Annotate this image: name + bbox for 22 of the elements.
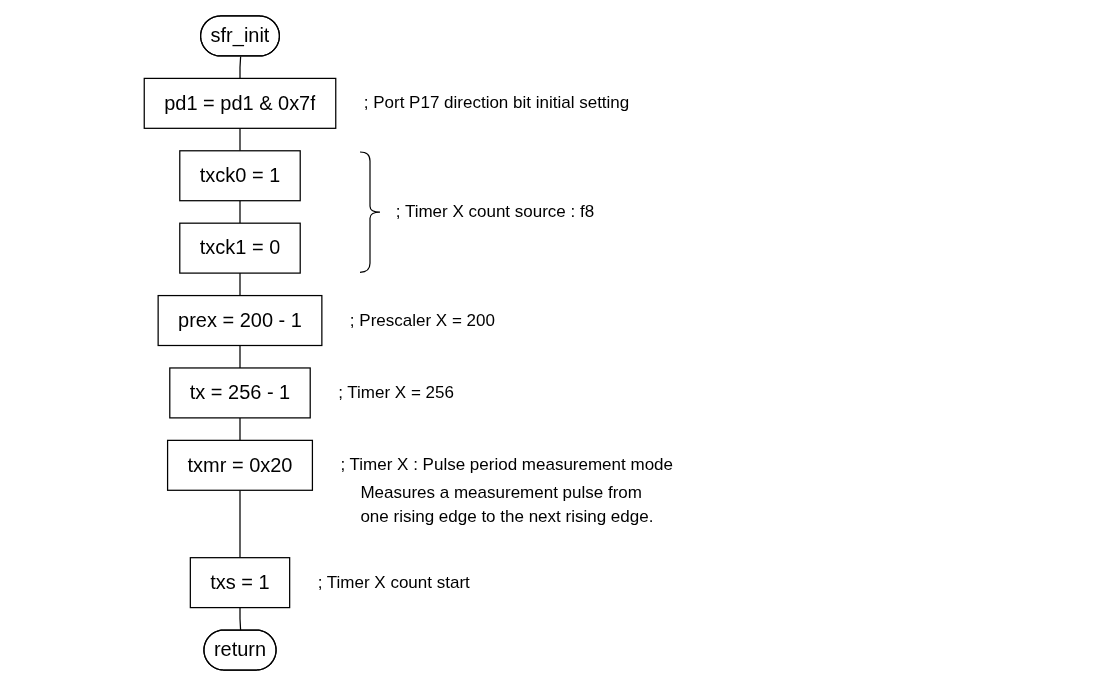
connector	[239, 200, 241, 224]
connector	[239, 417, 241, 441]
node-box: prex = 200 - 1	[157, 294, 323, 347]
connector	[239, 607, 242, 632]
comment-text: ; Timer X count source : f8	[395, 201, 595, 222]
connector	[239, 489, 241, 559]
node-box: txck0 = 1	[179, 150, 301, 202]
connector	[239, 272, 241, 297]
node-box: txs = 1	[189, 557, 291, 609]
comment-text: Measures a measurement pulse from one rising edge to the next rising edge.	[360, 482, 655, 529]
comment-text: ; Timer X : Pulse period measurement mode	[340, 455, 673, 476]
comment-text: ; Port P17 direction bit initial setting	[363, 93, 630, 114]
comment-text: ; Prescaler X = 200	[349, 310, 495, 331]
node-box: pd1 = pd1 & 0x7f	[143, 77, 337, 129]
node-box: txmr = 0x20	[166, 439, 314, 491]
node-box: txck1 = 0	[179, 222, 301, 274]
connector	[239, 127, 241, 152]
connector	[239, 344, 241, 369]
comment-text: ; Timer X count start	[317, 572, 470, 593]
node-box: tx = 256 - 1	[169, 367, 311, 419]
comment-text: ; Timer X = 256	[338, 382, 454, 403]
connector	[239, 55, 242, 79]
